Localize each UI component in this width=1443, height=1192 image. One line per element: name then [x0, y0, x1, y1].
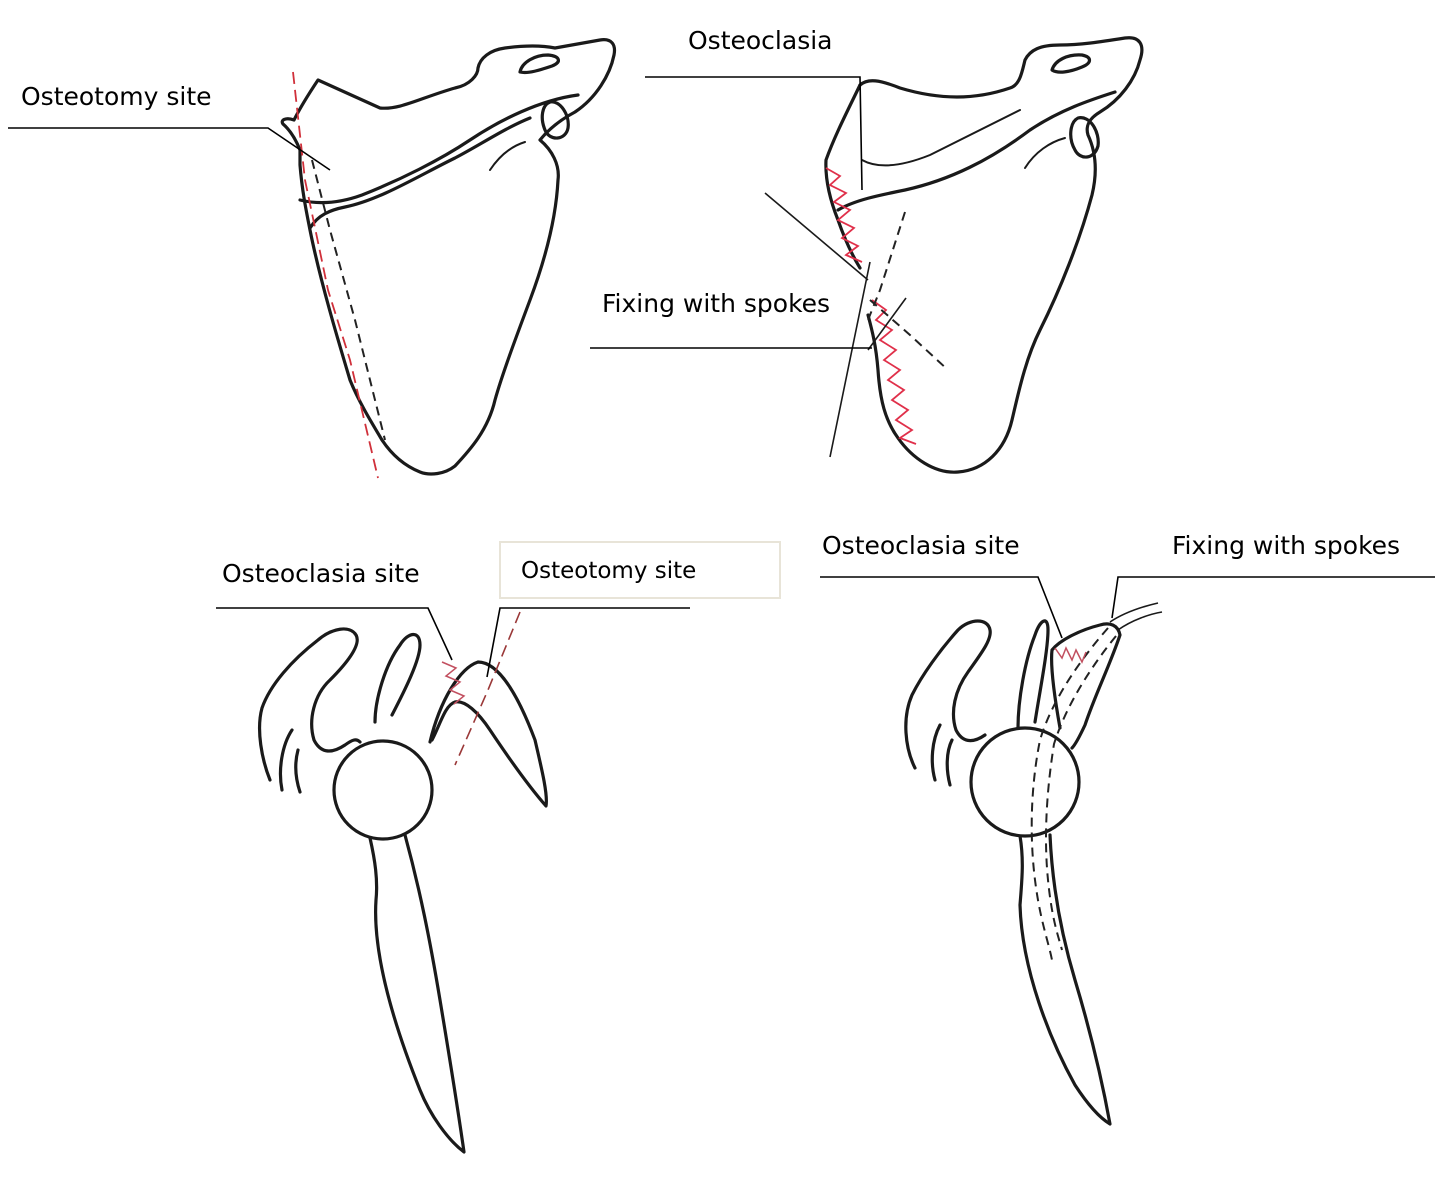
- panel-a-acromion: [520, 55, 558, 73]
- panel-b-spoke-1: [765, 193, 868, 280]
- panel-d-osteoclasia-label: Osteoclasia site: [822, 533, 1020, 558]
- panel-b-spoke-2: [830, 262, 870, 457]
- panel-b-medial-notch: [1025, 138, 1065, 168]
- panel-b-osteoclasia-label: Osteoclasia: [688, 28, 832, 53]
- panel-a-osteotomy-leader: [8, 128, 330, 170]
- panel-b-spine: [838, 92, 1115, 210]
- panel-d-glenoid: [971, 728, 1079, 836]
- panel-b-osteoclasia-zigzag-upper: [826, 168, 862, 262]
- panel-d-spoke-wire-1: [1110, 603, 1158, 622]
- panel-c-body-stalk: [370, 835, 464, 1152]
- panel-b-spine-lower: [862, 110, 1020, 165]
- panel-a-scapula-outline: [282, 40, 614, 474]
- panel-b-dashed-spoke: [870, 300, 948, 370]
- panel-d-scapula: [820, 577, 1435, 1124]
- panel-a-scapular-spine: [300, 95, 578, 203]
- panel-c-osteoclasia-label: Osteoclasia site: [222, 561, 420, 586]
- panel-a-medial-notch: [490, 142, 525, 170]
- panel-d-coracoid-lower: [932, 725, 952, 785]
- panel-a-osteotomy-label: Osteotomy site: [21, 84, 212, 109]
- panel-b-acromion: [1052, 55, 1090, 72]
- panel-b-coracoid: [1071, 118, 1099, 157]
- panel-d-body-stalk: [1020, 835, 1110, 1124]
- panel-b-superior-border: [826, 85, 860, 268]
- panel-d-osteoclasia-leader: [820, 577, 1062, 638]
- panel-a-spine-lower: [310, 118, 530, 228]
- panel-a-red-cut-line: [293, 72, 378, 478]
- panel-c-coracoid-lower: [280, 730, 300, 792]
- panel-c-acromion: [375, 634, 546, 806]
- panel-c-scapula: [216, 542, 780, 1152]
- panel-b-osteoclasia-leader: [645, 77, 862, 190]
- panel-d-osteoclasia-zigzag: [1055, 648, 1086, 662]
- panel-d-fixing-label: Fixing with spokes: [1172, 533, 1400, 558]
- panel-b-scapula: [590, 38, 1142, 472]
- panel-b-fixing-label: Fixing with spokes: [602, 291, 830, 316]
- panel-c-glenoid: [334, 741, 432, 839]
- panel-c-osteotomy-label: Osteotomy site: [521, 560, 696, 583]
